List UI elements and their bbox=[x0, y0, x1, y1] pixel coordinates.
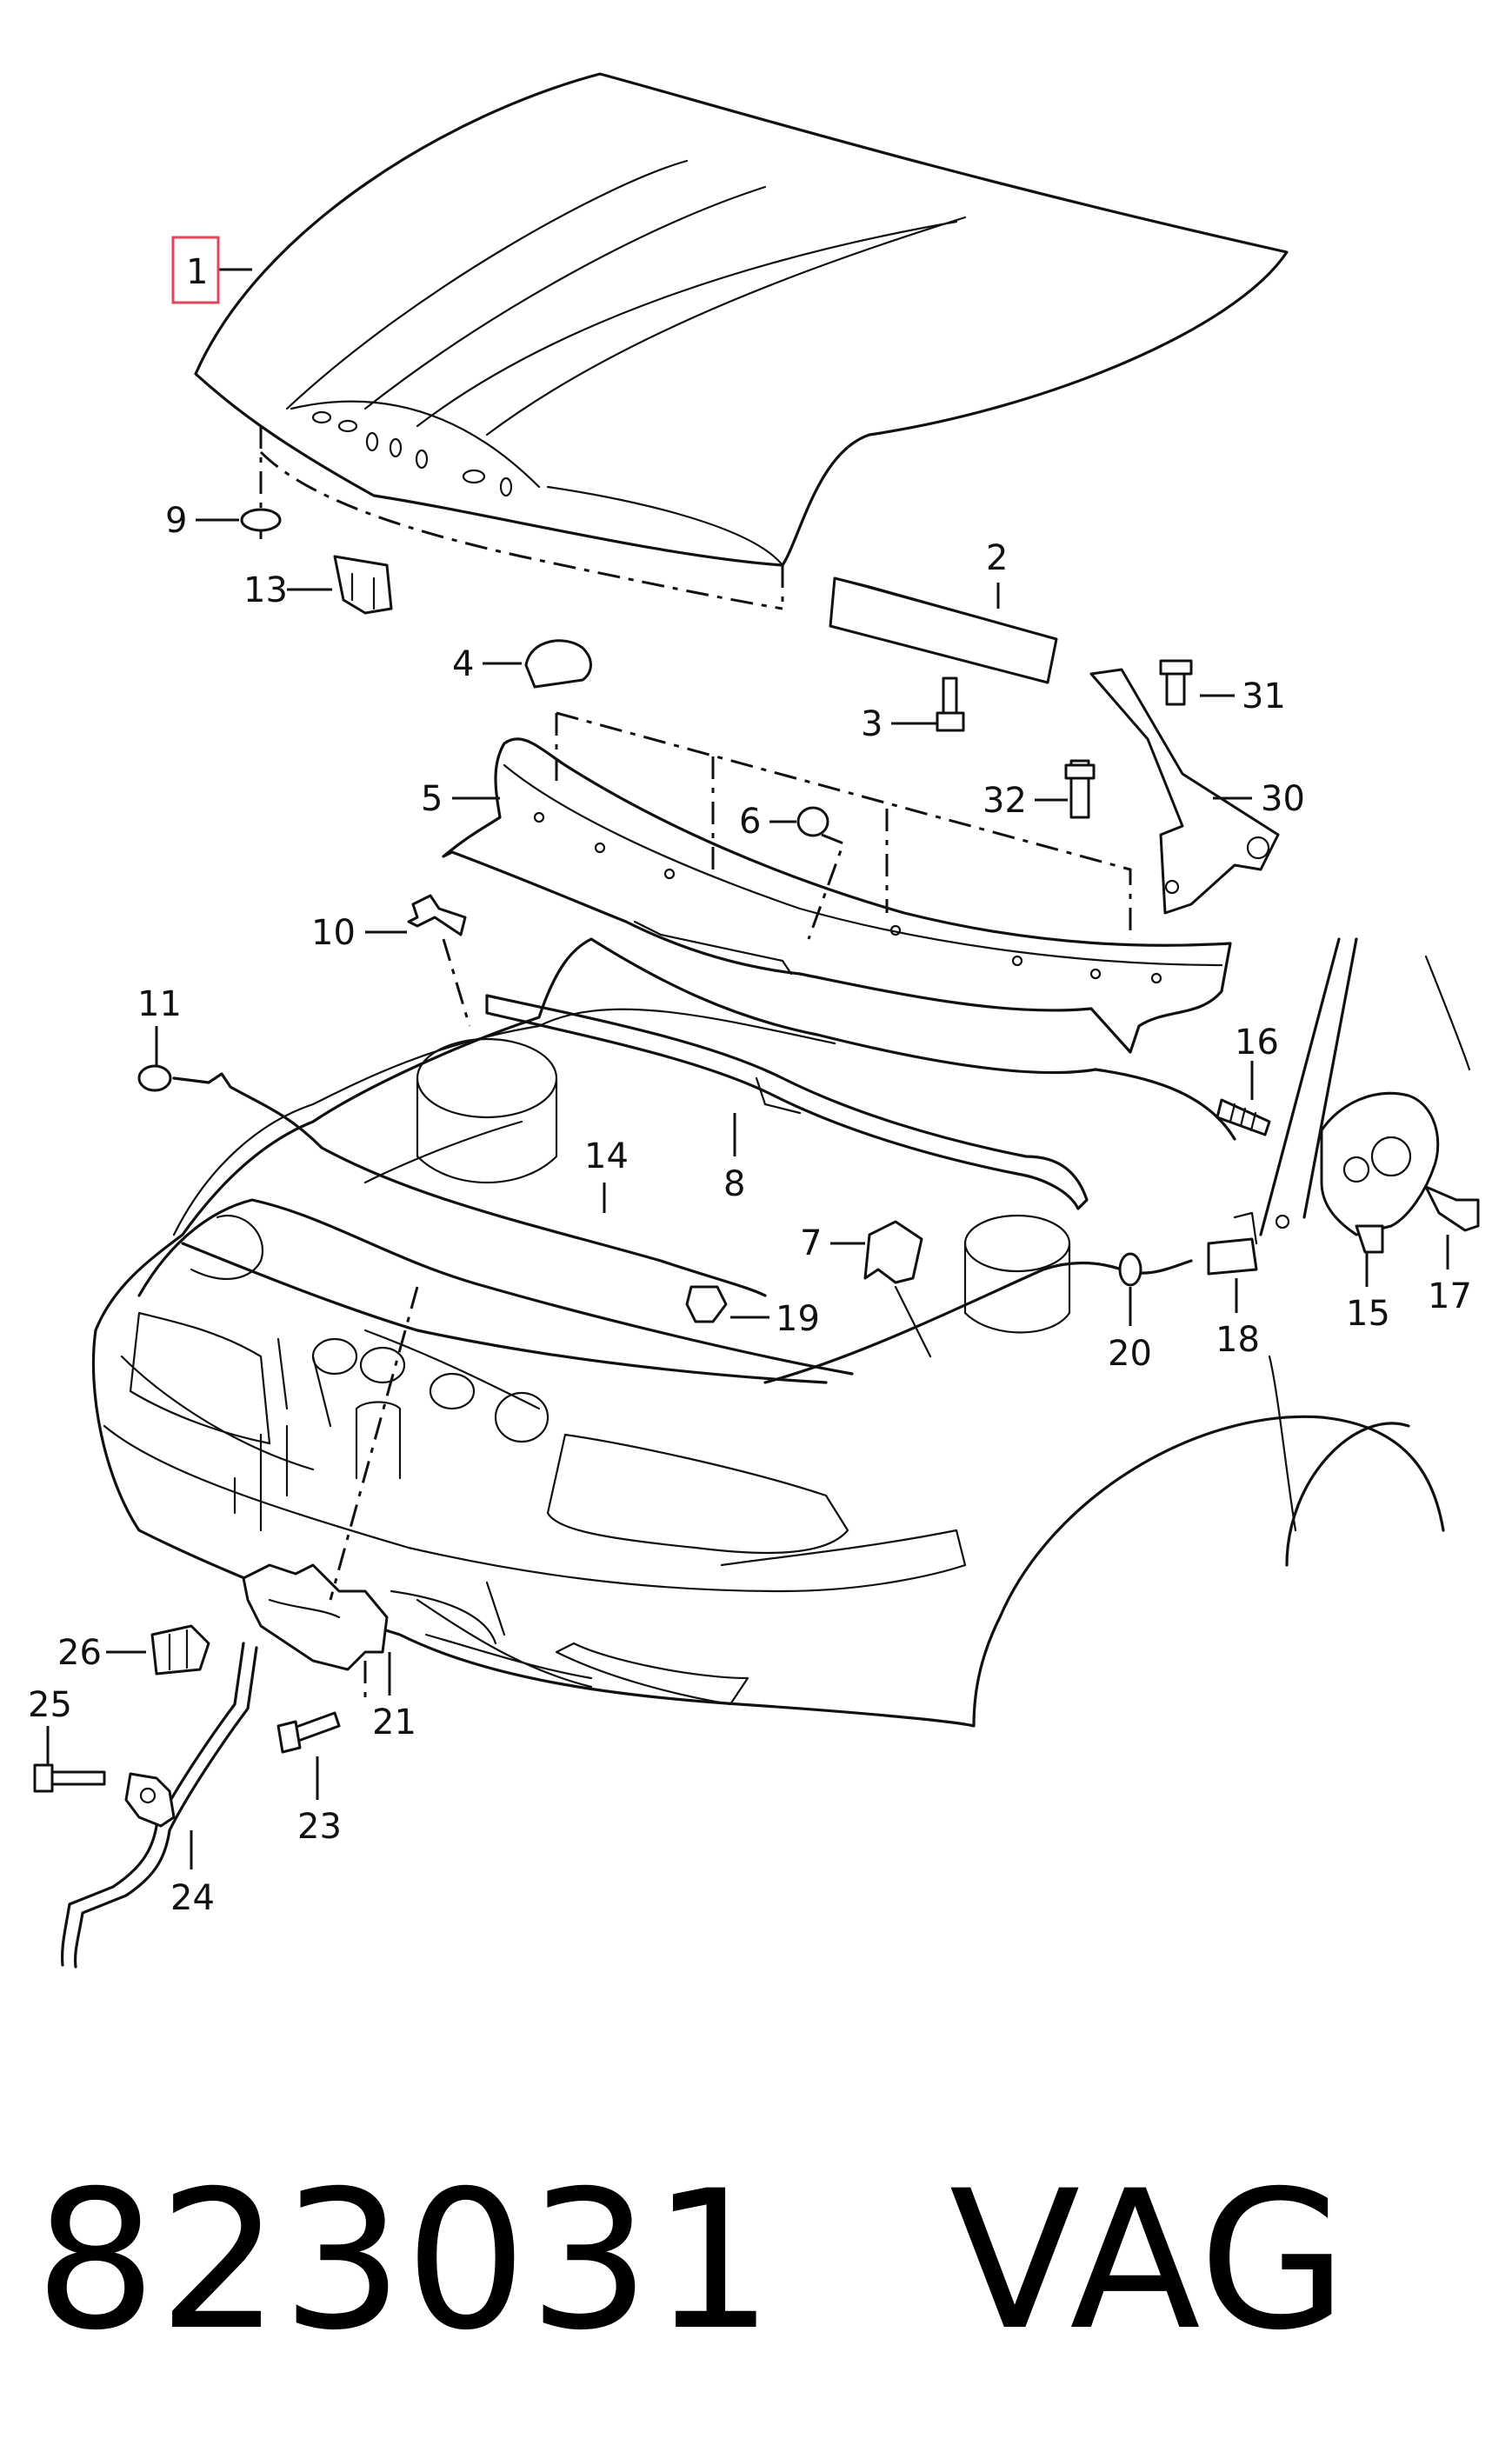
callout-31[interactable]: 31 bbox=[1242, 676, 1286, 716]
callout-30[interactable]: 30 bbox=[1261, 779, 1305, 819]
grommet-6 bbox=[796, 806, 845, 940]
bolt-23 bbox=[276, 1711, 341, 1754]
callout-1[interactable]: 1 bbox=[186, 252, 208, 292]
cap-4 bbox=[524, 639, 592, 689]
seal-strip-2 bbox=[829, 576, 1058, 684]
callout-7[interactable]: 7 bbox=[800, 1223, 822, 1263]
callout-23[interactable]: 23 bbox=[297, 1807, 342, 1847]
callout-16[interactable]: 16 bbox=[1235, 1023, 1279, 1063]
callout-2[interactable]: 2 bbox=[986, 538, 1008, 578]
stopper-17 bbox=[1424, 1185, 1480, 1232]
clip-26 bbox=[150, 1624, 210, 1676]
callout-11[interactable]: 11 bbox=[137, 984, 182, 1024]
clip-19 bbox=[685, 1285, 728, 1323]
seal-8 bbox=[485, 994, 1089, 1210]
callout-10[interactable]: 10 bbox=[311, 913, 356, 953]
brand-label: VAG bbox=[949, 2149, 1349, 2372]
callout-4[interactable]: 4 bbox=[452, 644, 474, 684]
callout-15[interactable]: 15 bbox=[1346, 1294, 1390, 1334]
callout-3[interactable]: 3 bbox=[861, 704, 883, 744]
vehicle-front-body bbox=[91, 937, 1471, 1728]
callout-labels: 1 2 3 4 5 6 7 8 9 10 11 13 14 15 16 17 1… bbox=[28, 252, 1472, 1918]
callout-14[interactable]: 14 bbox=[584, 1136, 629, 1176]
spring-16 bbox=[1216, 1098, 1271, 1136]
cable-20 bbox=[763, 1211, 1290, 1384]
hood-part bbox=[194, 72, 1289, 610]
callout-9[interactable]: 9 bbox=[165, 501, 187, 541]
callout-21[interactable]: 21 bbox=[372, 1702, 416, 1742]
plug-9 bbox=[240, 508, 282, 532]
lock-assembly-15 bbox=[1320, 1091, 1440, 1254]
clip-10 bbox=[407, 894, 471, 1027]
bolt-25 bbox=[33, 1763, 106, 1793]
latch-21 bbox=[242, 1286, 419, 1704]
callout-24[interactable]: 24 bbox=[170, 1878, 215, 1918]
callout-32[interactable]: 32 bbox=[982, 781, 1027, 821]
selected-part-highlight bbox=[171, 236, 220, 304]
callout-25[interactable]: 25 bbox=[28, 1685, 72, 1725]
plenum-panel-5 bbox=[442, 711, 1232, 1054]
part-number: 823031 bbox=[35, 2149, 776, 2372]
callout-17[interactable]: 17 bbox=[1428, 1276, 1472, 1316]
callout-8[interactable]: 8 bbox=[723, 1164, 745, 1204]
release-rod-24 bbox=[60, 1642, 258, 1969]
callout-6[interactable]: 6 bbox=[739, 802, 761, 842]
callout-19[interactable]: 19 bbox=[776, 1299, 820, 1339]
callout-13[interactable]: 13 bbox=[243, 570, 288, 610]
clip-13 bbox=[333, 555, 393, 615]
clip-7 bbox=[863, 1220, 932, 1358]
prop-rod-14 bbox=[137, 1064, 767, 1297]
callout-20[interactable]: 20 bbox=[1108, 1334, 1152, 1374]
callout-18[interactable]: 18 bbox=[1216, 1320, 1260, 1360]
callout-26[interactable]: 26 bbox=[57, 1633, 102, 1673]
leader-lines bbox=[46, 268, 1449, 1869]
callout-5[interactable]: 5 bbox=[421, 779, 443, 819]
hinge-bracket-30 bbox=[1064, 659, 1280, 915]
bolt-3 bbox=[936, 676, 965, 732]
